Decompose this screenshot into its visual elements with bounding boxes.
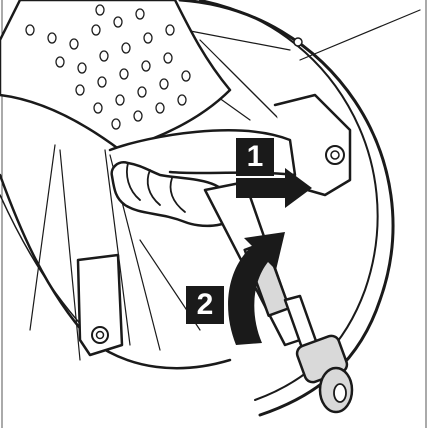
step-badge-1: 1 (236, 138, 274, 176)
step-badge-2: 2 (186, 286, 224, 324)
rim-bolt (293, 37, 303, 47)
lower-bracket (76, 253, 124, 357)
rotate-arrow-icon (228, 232, 285, 345)
perforated-plate (0, 0, 232, 152)
plate-holes (25, 4, 191, 130)
right-arrow-icon (236, 168, 312, 208)
rod-end-wheel (295, 334, 354, 414)
